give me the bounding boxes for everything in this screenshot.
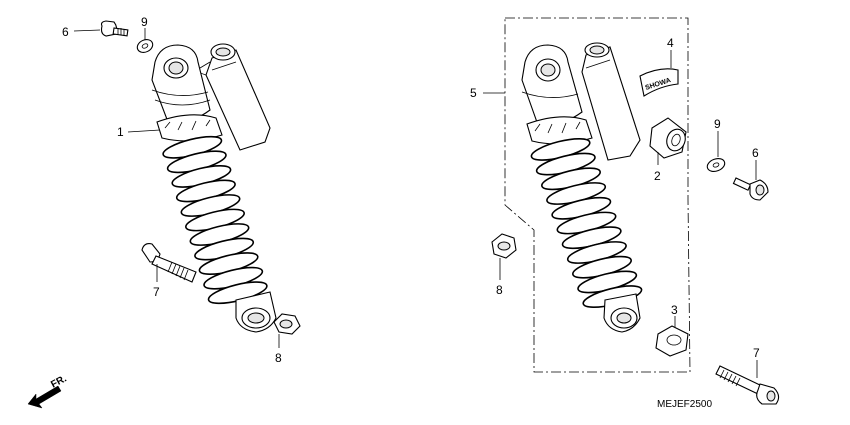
callout-right-7: 7 [753, 346, 760, 360]
callout-right-5: 5 [470, 86, 477, 100]
right-bolt-6 [732, 177, 769, 201]
callout-right-9: 9 [714, 117, 721, 131]
left-lower-eye [235, 291, 277, 333]
showa-label-4: SHOWA [639, 68, 679, 97]
left-bolt-6 [100, 20, 129, 37]
right-spring-seat [526, 116, 593, 145]
callout-right-2: 2 [654, 169, 661, 183]
callout-left-1: 1 [117, 125, 124, 139]
front-direction-arrow: FR. [27, 373, 69, 409]
left-shock-absorber [151, 43, 277, 333]
right-coil-spring [530, 137, 643, 309]
bushing-2 [649, 117, 687, 159]
direction-label: FR. [49, 373, 69, 390]
right-reservoir [581, 42, 641, 161]
right-top-mount [521, 44, 583, 127]
left-bolt-7 [141, 243, 197, 283]
callout-right-3: 3 [671, 303, 678, 317]
right-washer-9 [706, 158, 726, 172]
left-washer-9 [136, 39, 154, 53]
right-lower-eye [603, 293, 641, 333]
left-reservoir [184, 43, 271, 151]
left-top-mount [151, 44, 211, 124]
callout-left-8: 8 [275, 351, 282, 365]
callout-left-9: 9 [141, 15, 148, 29]
callout-left-7: 7 [153, 285, 160, 299]
leader-lines [73, 28, 758, 378]
arrow-left-icon [27, 385, 62, 409]
left-spring-seat [156, 114, 223, 142]
callout-right-4: 4 [667, 36, 674, 50]
callout-right-6: 6 [752, 146, 759, 160]
callout-left-6: 6 [62, 25, 69, 39]
left-nut-8 [273, 313, 301, 335]
right-nut-8 [491, 233, 517, 259]
right-shock-absorber [521, 42, 643, 333]
left-coil-spring [162, 135, 268, 305]
right-bolt-7 [715, 365, 780, 405]
diagram-code: MEJEF2500 [657, 399, 712, 410]
kit-boundary [504, 17, 691, 373]
bushing-3 [655, 325, 689, 357]
callout-right-8: 8 [496, 283, 503, 297]
